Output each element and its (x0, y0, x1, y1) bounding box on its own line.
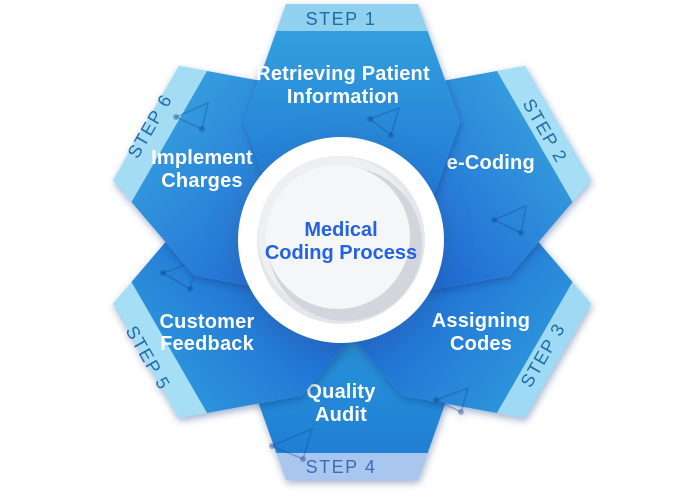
molecule-triangle-icon (491, 204, 528, 236)
molecule-triangle-icon (433, 386, 470, 415)
center-inner-disc (266, 165, 410, 309)
step-3-title-line-1: Assigning (432, 310, 530, 332)
molecule-triangle-icon (173, 101, 210, 132)
center-title-line-2: Coding Process (265, 242, 417, 264)
center-title-line-1: Medical (304, 219, 377, 241)
step-6-title-line-1: Implement (151, 147, 253, 169)
step-2-title-line-1: Pre-Coding (425, 152, 535, 174)
step-6-title-line-2: Charges (161, 170, 242, 192)
step-5-title-line-2: Feedback (160, 333, 255, 355)
molecule-triangle-icon (269, 427, 314, 462)
step-1-title-line-1: Retrieving Patient (256, 63, 430, 85)
molecule-triangle-icon (160, 259, 199, 292)
step-4-band-label: STEP 4 (306, 457, 377, 477)
molecule-triangle-icon (367, 106, 401, 138)
center-circle: Medical Coding Process (238, 137, 444, 343)
step-4-title-line-1: Quality (306, 381, 376, 403)
step-5-title-line-1: Customer (160, 311, 255, 333)
step-3-title-line-2: Codes (450, 333, 512, 355)
step-4-title-line-2: Audit (315, 404, 367, 426)
step-1-title-line-2: Information (287, 86, 399, 108)
step-1-band-label: STEP 1 (306, 9, 377, 29)
